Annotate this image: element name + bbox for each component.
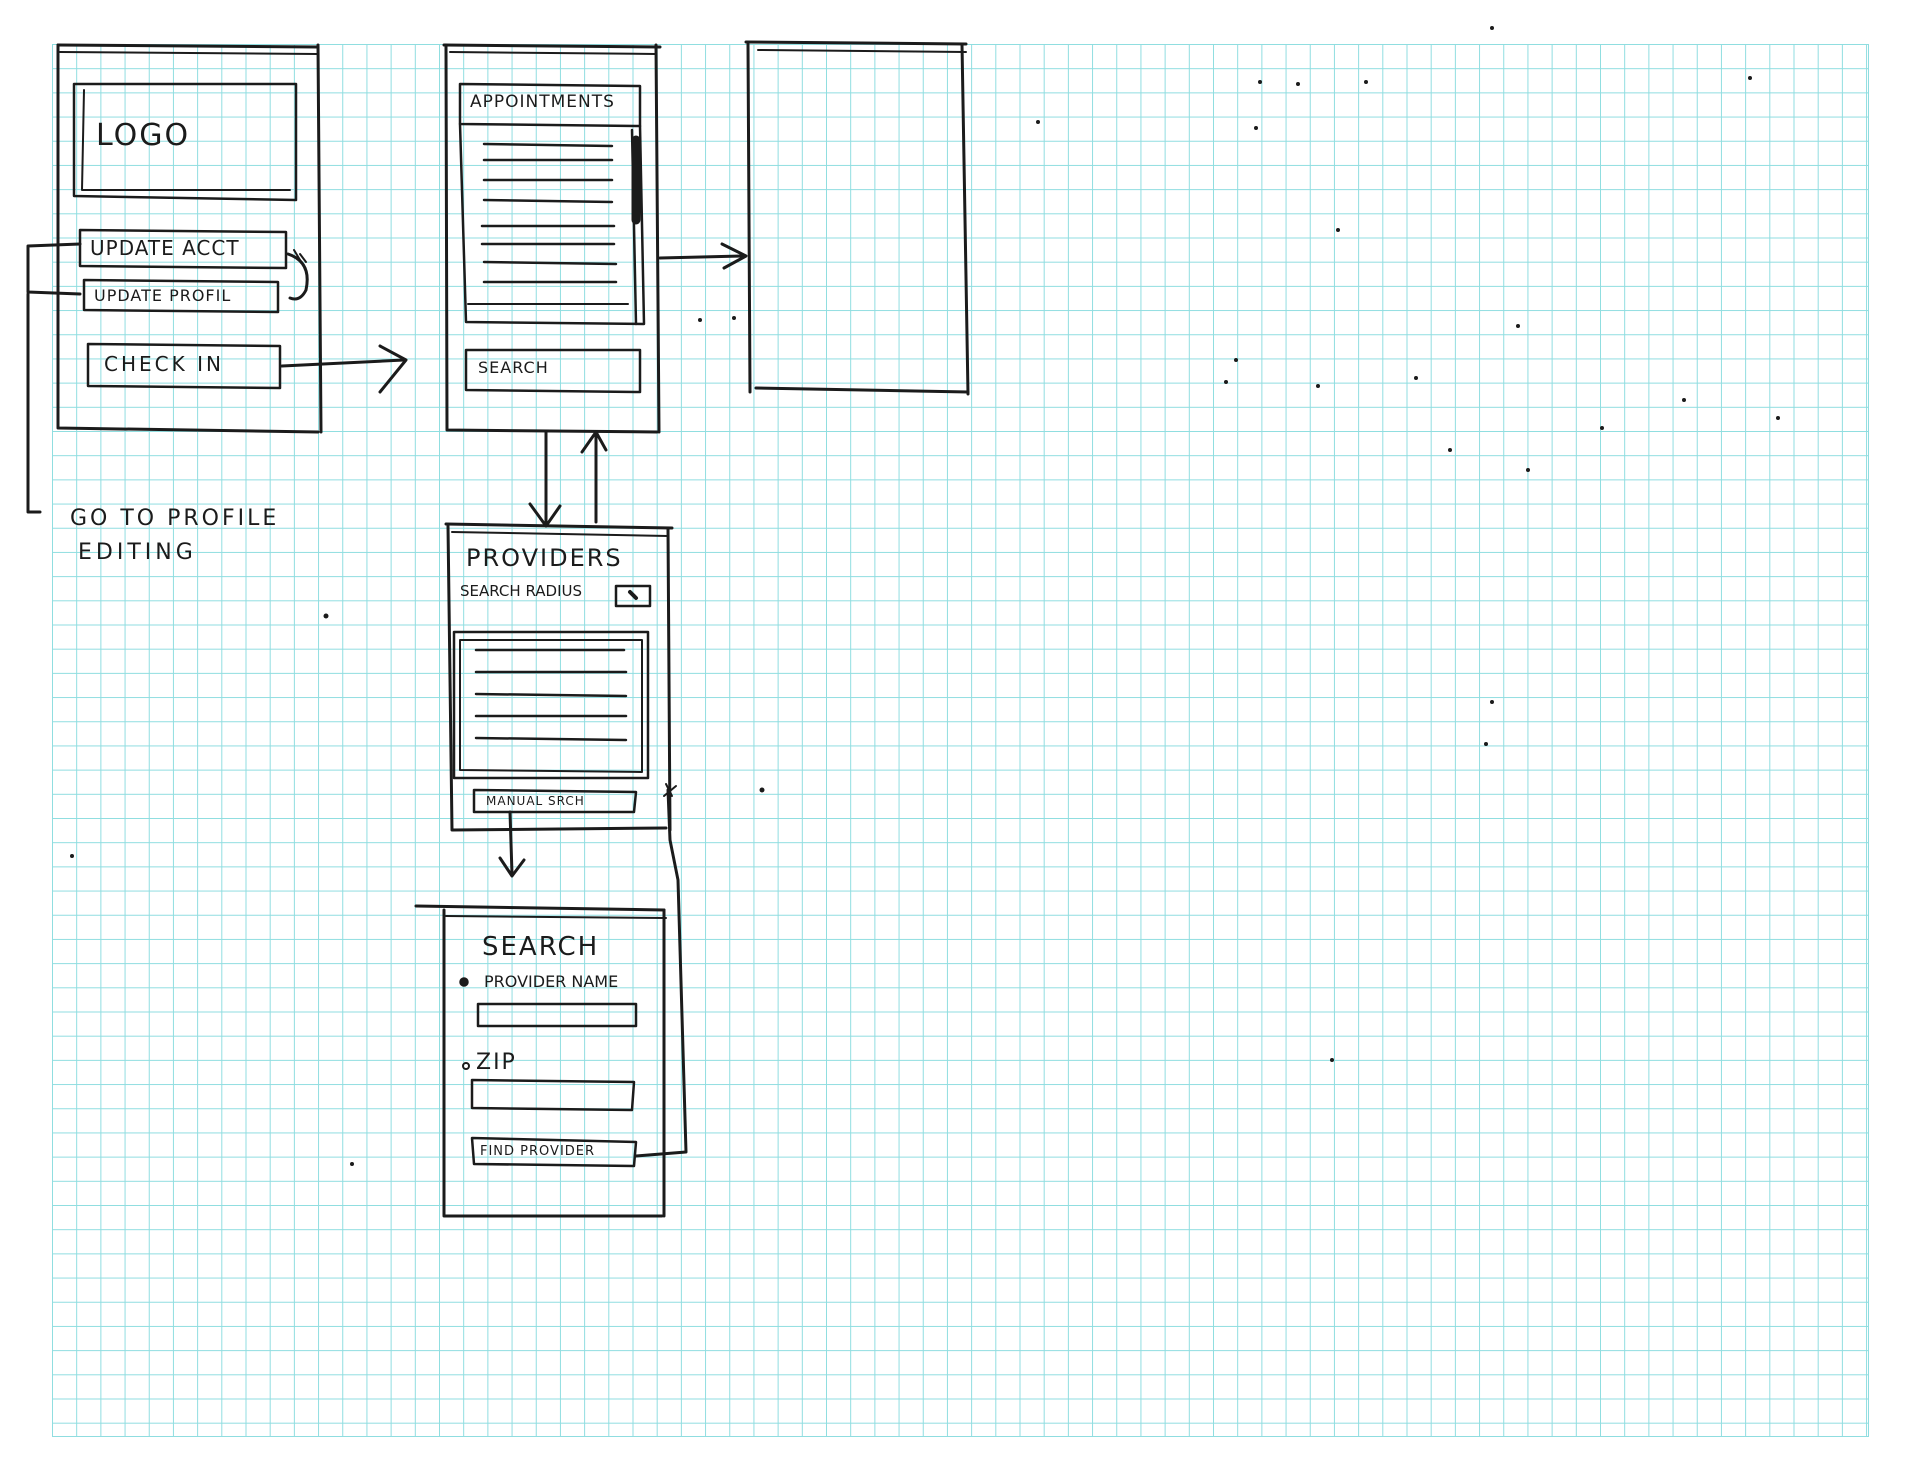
providers-list[interactable] <box>454 632 648 778</box>
appointments-list-lines <box>480 142 618 284</box>
appointments-title: APPOINTMENTS <box>470 92 615 112</box>
appointments-screen-frame <box>442 43 662 434</box>
profile-editing-bracket <box>26 242 309 514</box>
profile-editing-note-line2: EDITING <box>78 540 197 565</box>
providers-title: PROVIDERS <box>466 544 623 572</box>
arrow-checkin-to-appointments <box>280 344 408 394</box>
home-screen-frame <box>56 43 323 434</box>
provider-name-field[interactable] <box>478 1004 636 1026</box>
update-account-button[interactable]: UPDATE ACCT <box>90 236 240 260</box>
manual-search-button[interactable]: MANUAL SRCH <box>486 794 585 808</box>
providers-list-lines <box>474 648 628 742</box>
search-title: SEARCH <box>482 932 600 962</box>
appointments-search-button[interactable]: SEARCH <box>478 358 549 377</box>
search-screen-frame <box>414 904 667 1218</box>
appointments-search-outline <box>464 348 642 394</box>
profile-editing-note-line1: GO TO PROFILE <box>70 506 280 531</box>
search-fields-outline <box>470 1002 638 1168</box>
home-buttons-outline <box>78 228 288 390</box>
providers-screen-frame <box>444 522 674 832</box>
check-in-button[interactable]: CHECK IN <box>104 352 224 376</box>
zip-field[interactable] <box>472 1080 634 1110</box>
logo-placeholder: LOGO <box>96 118 191 153</box>
graph-paper-grid <box>52 44 1869 1437</box>
arrows-appointments-providers <box>528 430 608 528</box>
arrow-providers-to-search <box>498 810 526 878</box>
update-profile-button[interactable]: UPDATE PROFIL <box>94 286 232 305</box>
find-provider-button[interactable]: FIND PROVIDER <box>480 1144 596 1159</box>
detail-screen-frame <box>744 40 970 396</box>
paper-specks <box>70 26 1780 1166</box>
zip-radio-label[interactable]: ZIP <box>476 1050 517 1075</box>
arrow-search-back-to-providers <box>634 783 688 1158</box>
providers-manual-outline <box>472 788 638 814</box>
provider-name-radio-label[interactable]: PROVIDER NAME <box>484 972 619 991</box>
arrow-appointments-to-detail <box>658 242 748 270</box>
search-radius-label: SEARCH RADIUS <box>460 582 583 600</box>
search-radius-dropdown[interactable] <box>616 586 650 606</box>
